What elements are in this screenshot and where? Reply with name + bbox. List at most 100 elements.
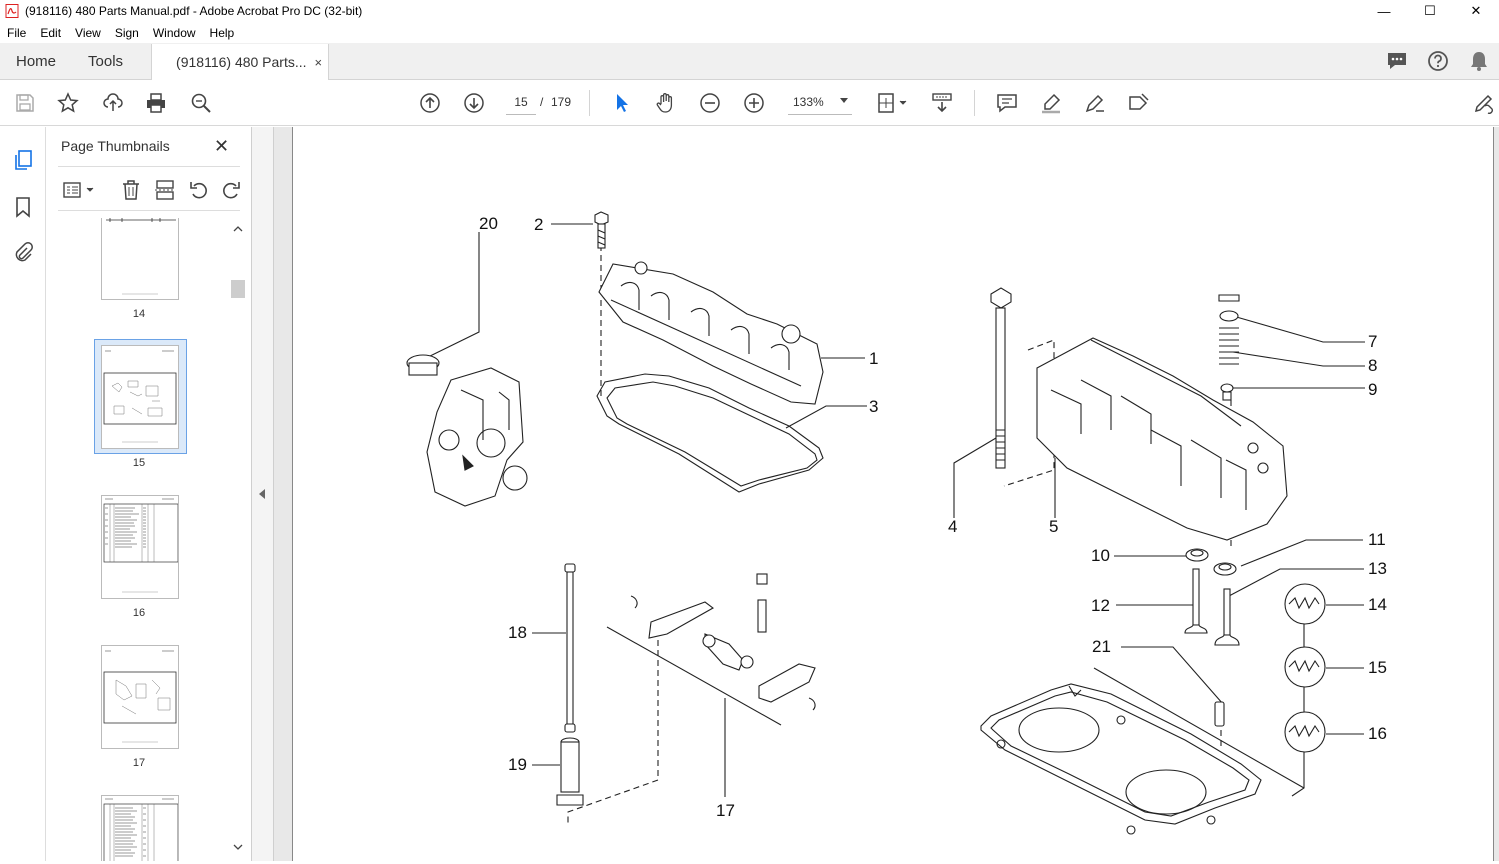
bookmarks-icon[interactable] (11, 195, 35, 219)
callout-18: 18 (508, 623, 527, 642)
menu-help[interactable]: Help (209, 25, 235, 40)
options-menu-icon[interactable] (62, 180, 96, 203)
menu-view[interactable]: View (75, 25, 101, 40)
left-navigation-rail (0, 127, 46, 861)
comment-bubble-icon[interactable] (1376, 51, 1417, 71)
help-icon[interactable] (1417, 50, 1458, 72)
rotate-right-icon[interactable] (220, 179, 242, 204)
toolbar-divider (974, 90, 975, 116)
thumbnail-page[interactable] (101, 218, 179, 300)
tab-close-icon[interactable]: × (314, 54, 323, 70)
page-thumbnails-panel: Page Thumbnails ✕ 14 (46, 127, 252, 861)
callout-12: 12 (1091, 596, 1110, 615)
bookmark-star-icon[interactable] (56, 91, 80, 115)
collapse-arrow-icon (259, 489, 265, 499)
callout-11: 11 (1368, 530, 1386, 549)
callout-1: 1 (869, 349, 879, 368)
menu-edit[interactable]: Edit (40, 25, 62, 40)
scroll-up-arrow-icon (233, 226, 243, 232)
callout-7: 7 (1368, 332, 1378, 351)
callout-20: 20 (479, 214, 498, 233)
delete-trash-icon[interactable] (120, 179, 142, 204)
hand-pan-icon[interactable] (654, 91, 678, 115)
tab-bar: Home Tools (918116) 480 Parts... × (0, 43, 1499, 80)
scroll-thumb (231, 280, 245, 298)
notification-bell-icon[interactable] (1458, 50, 1499, 72)
callout-21: 21 (1092, 637, 1111, 656)
tab-document-label: (918116) 480 Parts... (176, 54, 307, 70)
tab-home[interactable]: Home (16, 52, 57, 70)
panel-close-icon[interactable]: ✕ (214, 136, 230, 156)
callout-4: 4 (948, 517, 958, 536)
callout-2: 2 (534, 215, 544, 234)
restore-button[interactable]: ☐ (1424, 3, 1436, 18)
title-bar: (918116) 480 Parts Manual.pdf - Adobe Ac… (0, 0, 1499, 22)
thumbnail-page-selected[interactable] (101, 345, 179, 449)
select-arrow-icon[interactable] (610, 91, 634, 115)
thumbnail-page-number: 15 (132, 457, 146, 469)
page-thumbnails-icon[interactable] (11, 148, 35, 172)
panel-divider (58, 210, 240, 211)
thumbnail-list: 14 15 (46, 218, 232, 861)
thumbnail-scrollbar[interactable] (230, 218, 246, 861)
thumbnail-content (106, 218, 176, 295)
zoom-level-value: 133% (793, 94, 824, 109)
panel-toolbar (58, 176, 244, 204)
callout-9: 9 (1368, 380, 1378, 399)
draw-sign-icon[interactable] (1083, 91, 1107, 115)
callout-8: 8 (1368, 356, 1378, 375)
thumbnail-content (103, 350, 177, 443)
callout-13: 13 (1368, 559, 1387, 578)
menu-file[interactable]: File (7, 25, 27, 40)
previous-page-icon[interactable] (418, 91, 442, 115)
callout-5: 5 (1049, 517, 1059, 536)
callout-3: 3 (869, 397, 879, 416)
page-total: 179 (551, 95, 572, 109)
zoom-in-icon[interactable] (742, 91, 766, 115)
menu-sign[interactable]: Sign (114, 25, 139, 40)
fit-page-icon[interactable] (876, 91, 910, 115)
thumbnail-page[interactable] (101, 495, 179, 599)
next-page-icon[interactable] (462, 91, 486, 115)
add-comment-icon[interactable] (995, 91, 1019, 115)
thumbnail-page[interactable] (101, 795, 179, 861)
rotate-left-icon[interactable] (188, 179, 210, 204)
chevron-down-icon (840, 98, 848, 103)
zoom-out-icon[interactable] (698, 91, 722, 115)
menu-window[interactable]: Window (152, 25, 196, 40)
stamp-tag-icon[interactable] (1127, 91, 1151, 115)
page-separator: / (540, 95, 544, 109)
thumbnail-page[interactable] (101, 645, 179, 749)
extract-pages-icon[interactable] (154, 179, 176, 204)
highlight-pen-icon[interactable] (1039, 91, 1063, 115)
zoom-level-select[interactable]: 133% (788, 89, 852, 115)
thumbnail-content (103, 798, 179, 861)
attachments-paperclip-icon[interactable] (11, 240, 35, 264)
print-icon[interactable] (144, 91, 168, 115)
callout-15: 15 (1368, 658, 1387, 677)
close-window-button[interactable]: ✕ (1470, 3, 1482, 18)
share-link-icon[interactable] (1472, 91, 1496, 115)
minimize-button[interactable]: — (1377, 3, 1391, 19)
upload-share-icon[interactable] (101, 91, 125, 115)
document-view[interactable]: 20 2 1 3 4 5 7 8 9 10 11 12 13 14 15 16 … (274, 127, 1499, 861)
save-icon[interactable] (13, 91, 37, 115)
window-title: (918116) 480 Parts Manual.pdf - Adobe Ac… (25, 4, 363, 18)
callout-19: 19 (508, 755, 527, 774)
callout-14: 14 (1368, 595, 1387, 614)
thumbnail-content (103, 650, 177, 743)
panel-divider (58, 166, 240, 167)
pdf-page: 20 2 1 3 4 5 7 8 9 10 11 12 13 14 15 16 … (292, 127, 1494, 861)
tab-tools[interactable]: Tools (88, 52, 124, 70)
callout-10: 10 (1091, 546, 1110, 565)
scroll-mode-icon[interactable] (930, 91, 954, 115)
zoom-search-icon[interactable] (189, 91, 213, 115)
collapse-panel-handle[interactable] (252, 127, 274, 861)
thumbnail-content (103, 498, 179, 593)
menu-bar: File Edit View Sign Window Help (0, 22, 1499, 43)
toolbar-divider (589, 90, 590, 116)
thumbnail-page-number: 14 (132, 308, 146, 320)
tab-document[interactable]: (918116) 480 Parts... × (151, 44, 330, 80)
callout-16: 16 (1368, 724, 1387, 743)
page-number-input[interactable]: 15 (506, 89, 536, 115)
